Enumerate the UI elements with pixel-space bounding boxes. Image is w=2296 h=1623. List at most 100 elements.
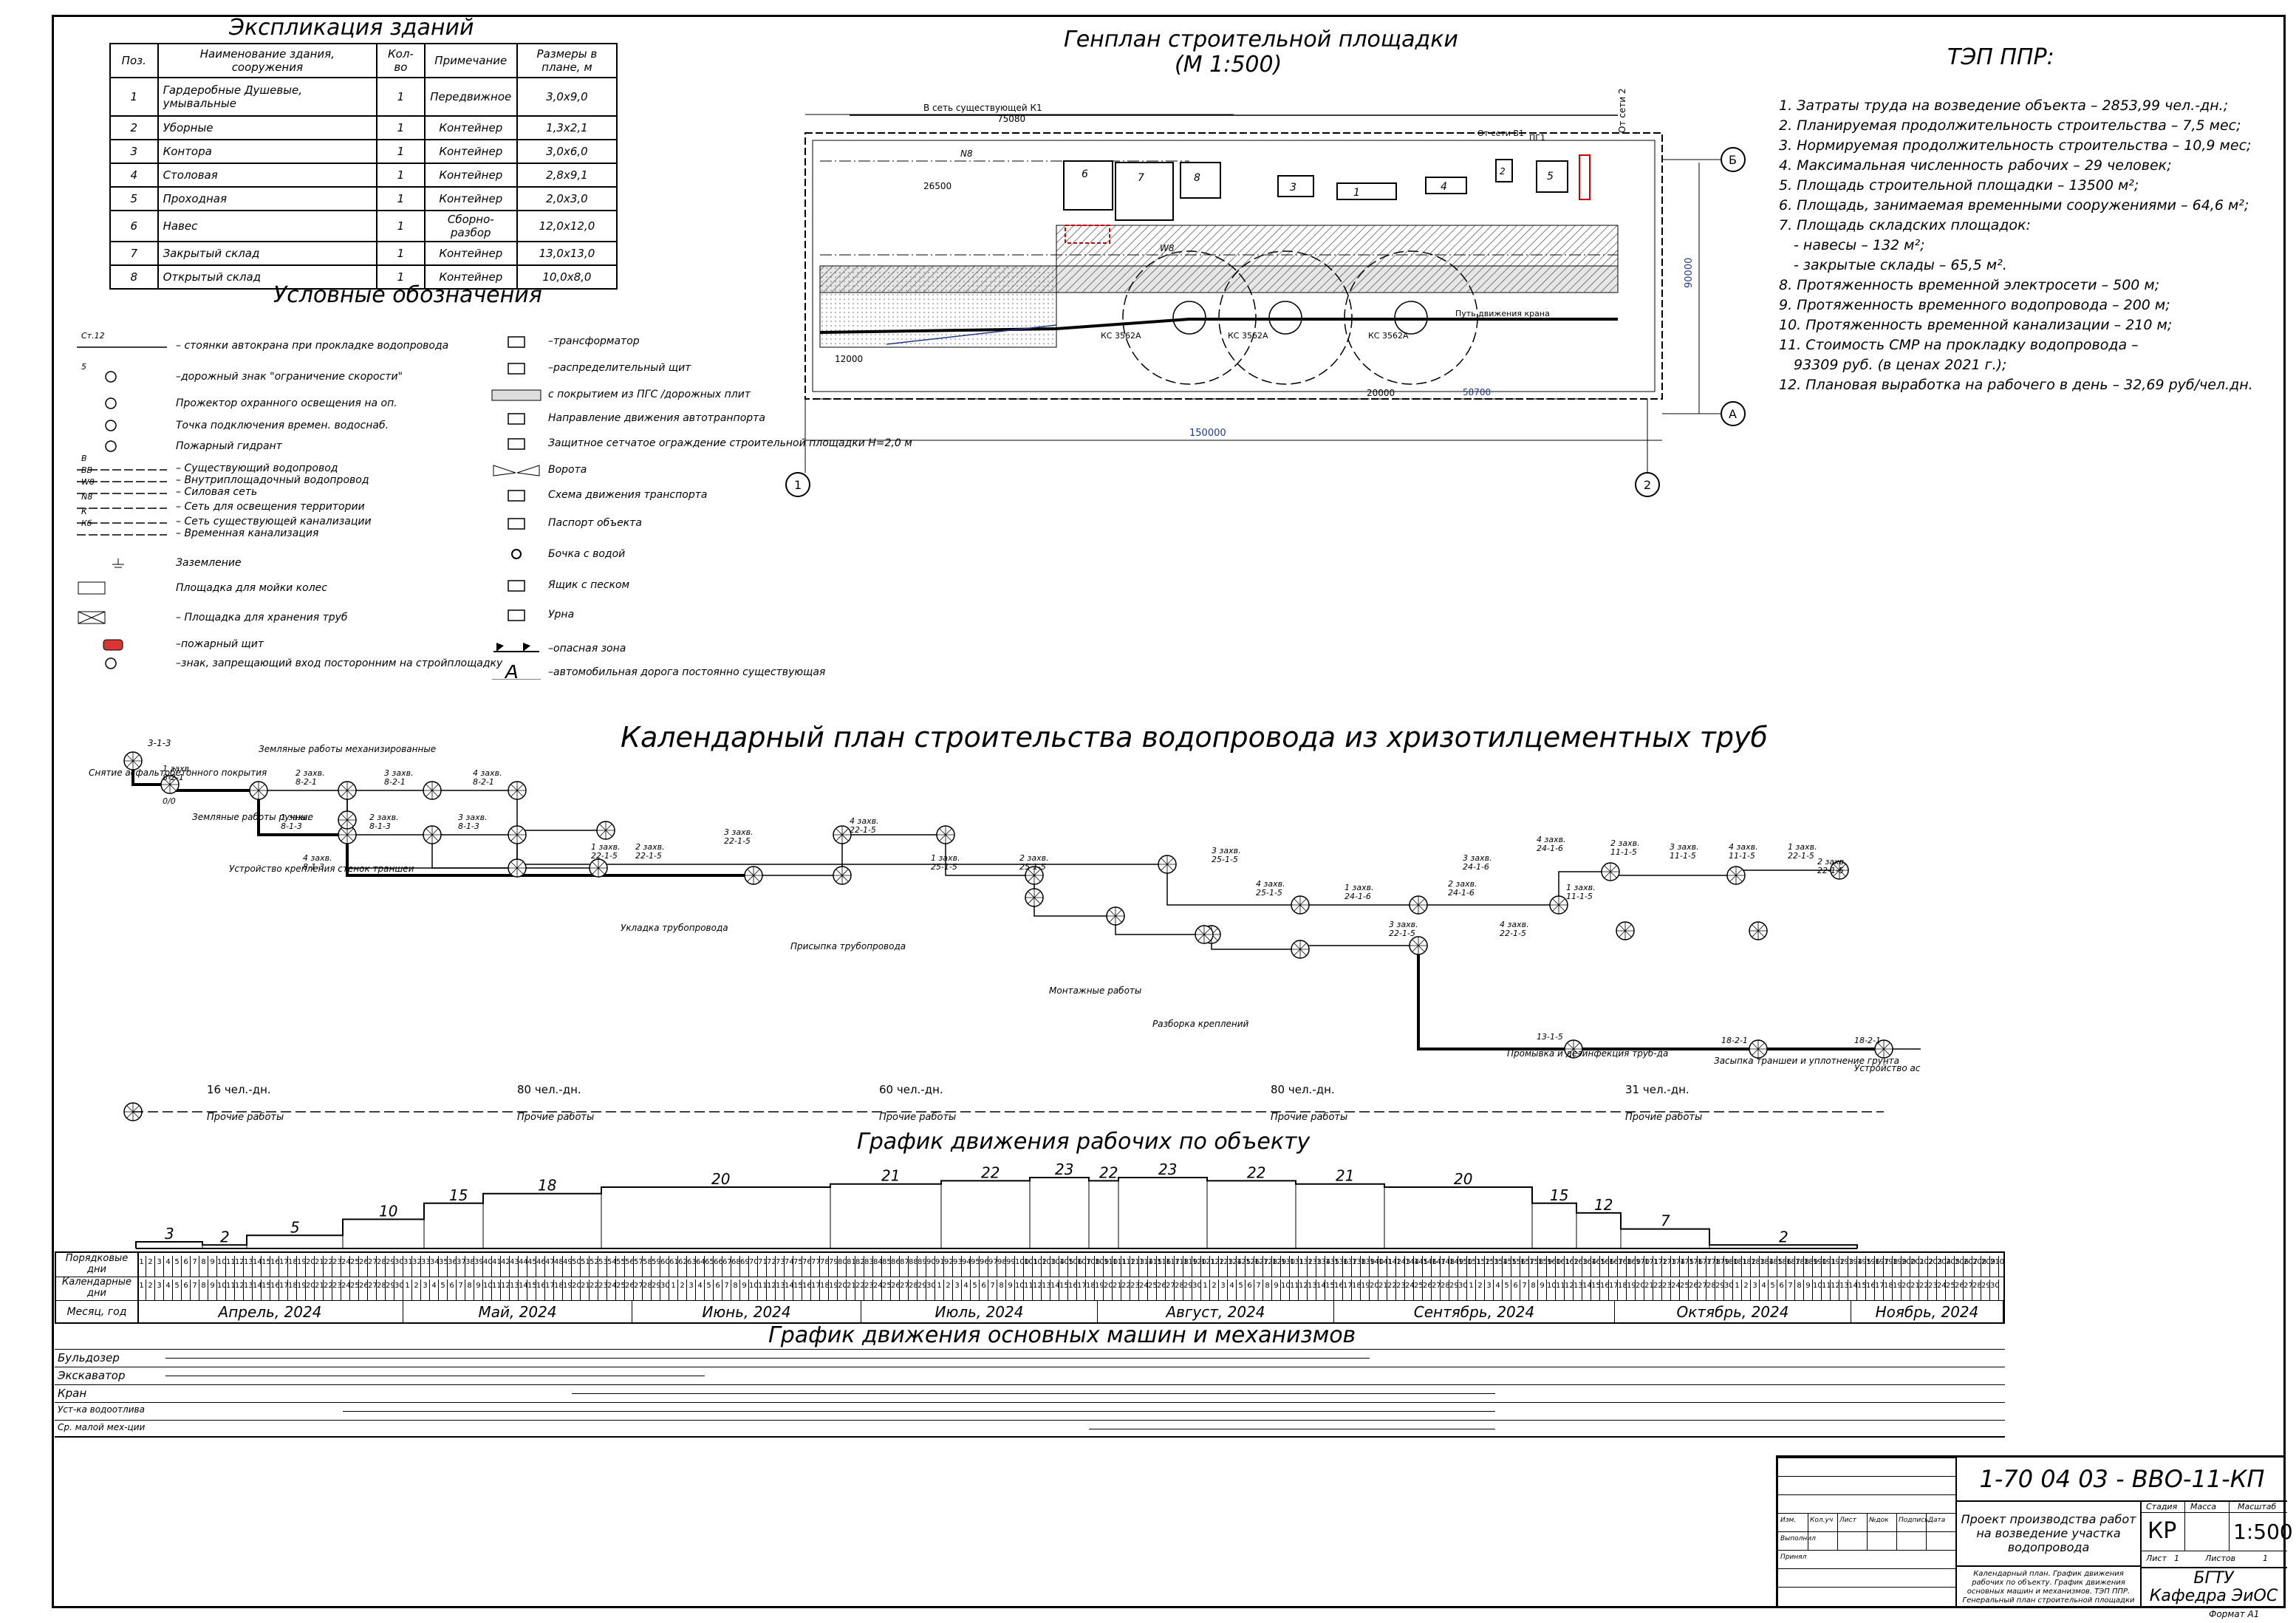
calendar-day: 1 <box>935 1279 944 1300</box>
ordinal-day: 50 <box>572 1256 581 1277</box>
ordinal-day: 4 <box>164 1256 173 1277</box>
explication-header: Наименование здания, сооружения <box>157 43 378 78</box>
legend-text: Бочка с водой <box>548 548 626 560</box>
ordinal-day: 71 <box>758 1256 768 1277</box>
explication-cell: 12,0х12,0 <box>516 210 618 242</box>
ordinal-day: 7 <box>191 1256 199 1277</box>
ordinal-day: 147 <box>1432 1256 1446 1277</box>
ordinal-day: 172 <box>1653 1256 1667 1277</box>
arrow-label: 2 захв. <box>1610 838 1640 848</box>
ordinal-day: 23 <box>332 1256 342 1277</box>
ordinal-day: 38 <box>465 1256 475 1277</box>
ordinal-day: 98 <box>997 1256 1007 1277</box>
calendar-day: 19 <box>1893 1279 1902 1300</box>
arrow-label: 2 захв. <box>1817 857 1847 867</box>
explication-cell: 1 <box>376 139 426 164</box>
network-node <box>1291 940 1310 959</box>
ordinal-day: 65 <box>705 1256 714 1277</box>
calendar-day: 13 <box>510 1279 519 1300</box>
axis-B-marker <box>1721 147 1746 172</box>
ordinal-day: 26 <box>359 1256 369 1277</box>
ordinal-day: 31 <box>403 1256 413 1277</box>
ordinal-day: 197 <box>1875 1256 1889 1277</box>
calendar-day: 13 <box>244 1279 253 1300</box>
network-node <box>123 751 143 771</box>
network-node <box>1025 888 1044 907</box>
calendar-day: 18 <box>1352 1279 1361 1300</box>
legend-text: –опасная зона <box>548 643 626 655</box>
legend-text: –распределительный щит <box>548 362 691 374</box>
ordinal-day: 141 <box>1378 1256 1393 1277</box>
legend-item: Урна <box>491 607 574 622</box>
arrow-code: 24-1-6 <box>1448 888 1475 898</box>
calendar-day: 28 <box>909 1279 918 1300</box>
ordinal-day: 62 <box>678 1256 688 1277</box>
calendar-day: 2 <box>146 1279 155 1300</box>
calendar-day: 23 <box>1928 1279 1938 1300</box>
calendar-day: 19 <box>563 1279 573 1300</box>
genplan-title: Генплан строительной площадки <box>1064 27 1458 52</box>
calendar-day: 20 <box>838 1279 847 1300</box>
other-works: Прочие работы <box>517 1112 594 1123</box>
stamp-col: Лист <box>1839 1517 1856 1524</box>
building-8-label: 8 <box>1194 172 1200 184</box>
legend-text: – Внутриплощадочный водопровод <box>176 474 369 486</box>
arrow-label: 3 захв. <box>1389 920 1418 929</box>
legend-code: Кб <box>81 519 92 528</box>
ordinal-day: 87 <box>900 1256 909 1277</box>
legend-symbol <box>491 462 542 477</box>
ordinal-day: 118 <box>1175 1256 1189 1277</box>
month-label: Месяц, год <box>56 1300 139 1324</box>
legend-item: – Площадка для хранения труб <box>74 610 348 625</box>
calendar-day: 2 <box>678 1279 687 1300</box>
network-edge <box>1211 934 1300 950</box>
building-1 <box>1336 182 1397 200</box>
crane-3-label: КС 3562А <box>1368 331 1409 341</box>
calendar-day: 11 <box>1290 1279 1299 1300</box>
legend-item: В– Существующий водопровод <box>74 454 338 476</box>
ordinal-day: 29 <box>386 1256 395 1277</box>
legend-text: –трансформатор <box>548 335 640 347</box>
title-block: 1-70 04 03 - ВВО-11-КП Проект производст… <box>1776 1455 2293 1608</box>
legend-symbol <box>491 641 542 656</box>
explication-cell: 2,0х3,0 <box>516 186 618 211</box>
ordinal-day: 86 <box>891 1256 901 1277</box>
calendar-day: 17 <box>545 1279 555 1300</box>
fire-shield-zone-2 <box>1579 154 1591 200</box>
ordinal-day: 162 <box>1565 1256 1579 1277</box>
arrow-code: 24-1-6 <box>1345 892 1371 901</box>
calendar-day: 11 <box>1556 1279 1565 1300</box>
workers-step-value: 21 <box>1336 1167 1354 1185</box>
blue-dim-line <box>886 324 1057 345</box>
calendar-day: 6 <box>182 1279 191 1300</box>
calendar-day: 27 <box>1432 1279 1441 1300</box>
crane-1-label: КС 3562А <box>1101 331 1141 341</box>
building-7-label: 7 <box>1138 172 1144 184</box>
network-node <box>508 781 527 800</box>
calendar-day: 27 <box>368 1279 377 1300</box>
legend-text: Ящик с песком <box>548 579 630 591</box>
legend-symbol <box>74 396 170 411</box>
network-node <box>1616 921 1635 940</box>
calendar-day: 20 <box>1902 1279 1911 1300</box>
calendar-day: 4 <box>1494 1279 1503 1300</box>
calendar-day: 9 <box>1804 1279 1813 1300</box>
ordinal-day: 52 <box>590 1256 599 1277</box>
ordinal-day: 1 <box>137 1256 146 1277</box>
calendar-day: 9 <box>208 1279 217 1300</box>
arrow-code: 22-1-5 <box>724 836 751 846</box>
ordinal-day: 30 <box>394 1256 404 1277</box>
legend-symbol <box>491 547 542 561</box>
arrow-label: 4 захв. <box>1500 920 1529 929</box>
ordinal-day: 63 <box>687 1256 697 1277</box>
arrow-code: 8-1-3 <box>458 821 479 831</box>
explication-header: Кол-во <box>376 43 426 78</box>
ordinal-day: 28 <box>377 1256 386 1277</box>
legend-code: К <box>81 507 87 516</box>
ordinal-day: 125 <box>1237 1256 1251 1277</box>
dim-26500-label: 26500 <box>923 181 951 191</box>
legend-text: – Существующий водопровод <box>176 462 338 474</box>
arrow-code: 8-1-3 <box>303 862 324 872</box>
